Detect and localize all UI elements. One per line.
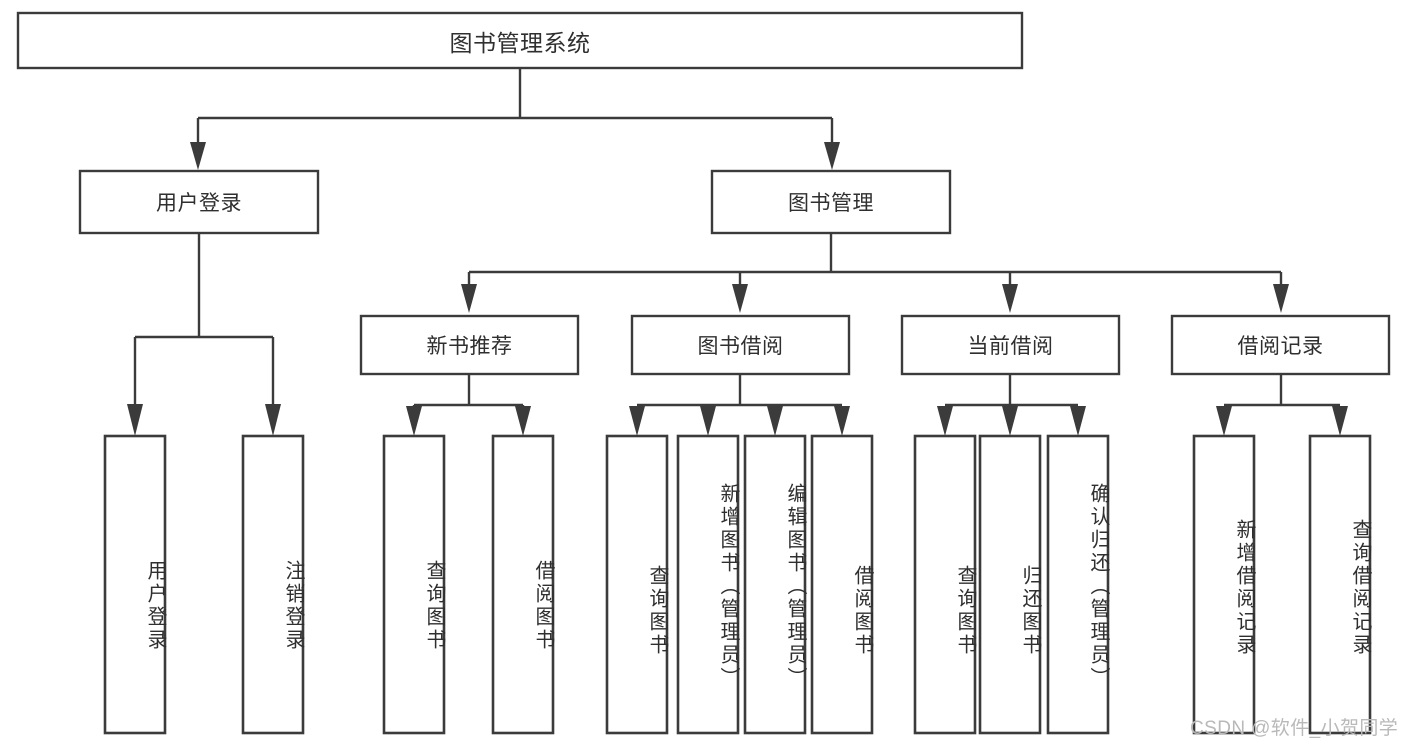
node-book-management-box[interactable]	[710, 169, 952, 235]
arrow-head-leaf-confirm-return	[1070, 406, 1086, 436]
node-leaf-query-record-box[interactable]	[1308, 434, 1372, 735]
node-new-book-recommend-box[interactable]	[359, 314, 580, 376]
arrow-head-current-borrow	[1002, 284, 1018, 313]
arrow-head-leaf-user-logout	[265, 404, 281, 436]
node-current-borrow-box[interactable]	[900, 314, 1121, 376]
arrow-head-leaf-query-book-1	[406, 406, 422, 436]
arrow-head-new-book-recommend	[461, 284, 477, 313]
arrow-head-leaf-user-login	[127, 404, 143, 436]
arrow-head-leaf-borrow-book-1	[515, 406, 531, 436]
node-leaf-borrow-book-1-box[interactable]	[491, 434, 555, 735]
arrow-head-borrow-record	[1273, 284, 1289, 313]
arrow-head-user-login	[190, 142, 206, 170]
arrow-head-leaf-add-book	[700, 406, 716, 436]
node-leaf-query-book-1-box[interactable]	[382, 434, 446, 735]
node-leaf-confirm-return-box[interactable]	[1046, 434, 1110, 735]
arrow-head-leaf-query-record	[1332, 406, 1348, 436]
arrow-head-book-management	[824, 142, 840, 170]
arrow-head-leaf-borrow-book-2	[834, 406, 850, 436]
node-leaf-return-book-box[interactable]	[978, 434, 1042, 735]
arrow-head-leaf-return-book	[1002, 406, 1018, 436]
watermark-text: CSDN @软件_小贺同学	[1190, 718, 1399, 739]
node-root-box[interactable]	[16, 11, 1024, 70]
arrow-head-book-borrow	[732, 284, 748, 313]
node-leaf-user-logout-box[interactable]	[241, 434, 305, 735]
arrow-head-leaf-query-book-3	[937, 406, 953, 436]
node-leaf-user-login-box[interactable]	[103, 434, 167, 735]
arrow-head-leaf-query-book-2	[629, 406, 645, 436]
node-book-borrow-box[interactable]	[630, 314, 851, 376]
arrow-head-leaf-edit-book	[767, 406, 783, 436]
node-leaf-query-book-3-box[interactable]	[913, 434, 977, 735]
node-leaf-edit-book-box[interactable]	[743, 434, 807, 735]
arrow-head-leaf-add-record	[1216, 406, 1232, 436]
node-user-login-box[interactable]	[78, 169, 320, 235]
node-leaf-query-book-2-box[interactable]	[605, 434, 669, 735]
node-leaf-borrow-book-2-box[interactable]	[810, 434, 874, 735]
node-leaf-add-record-box[interactable]	[1192, 434, 1256, 735]
node-leaf-add-book-box[interactable]	[676, 434, 740, 735]
node-borrow-record-box[interactable]	[1170, 314, 1391, 376]
